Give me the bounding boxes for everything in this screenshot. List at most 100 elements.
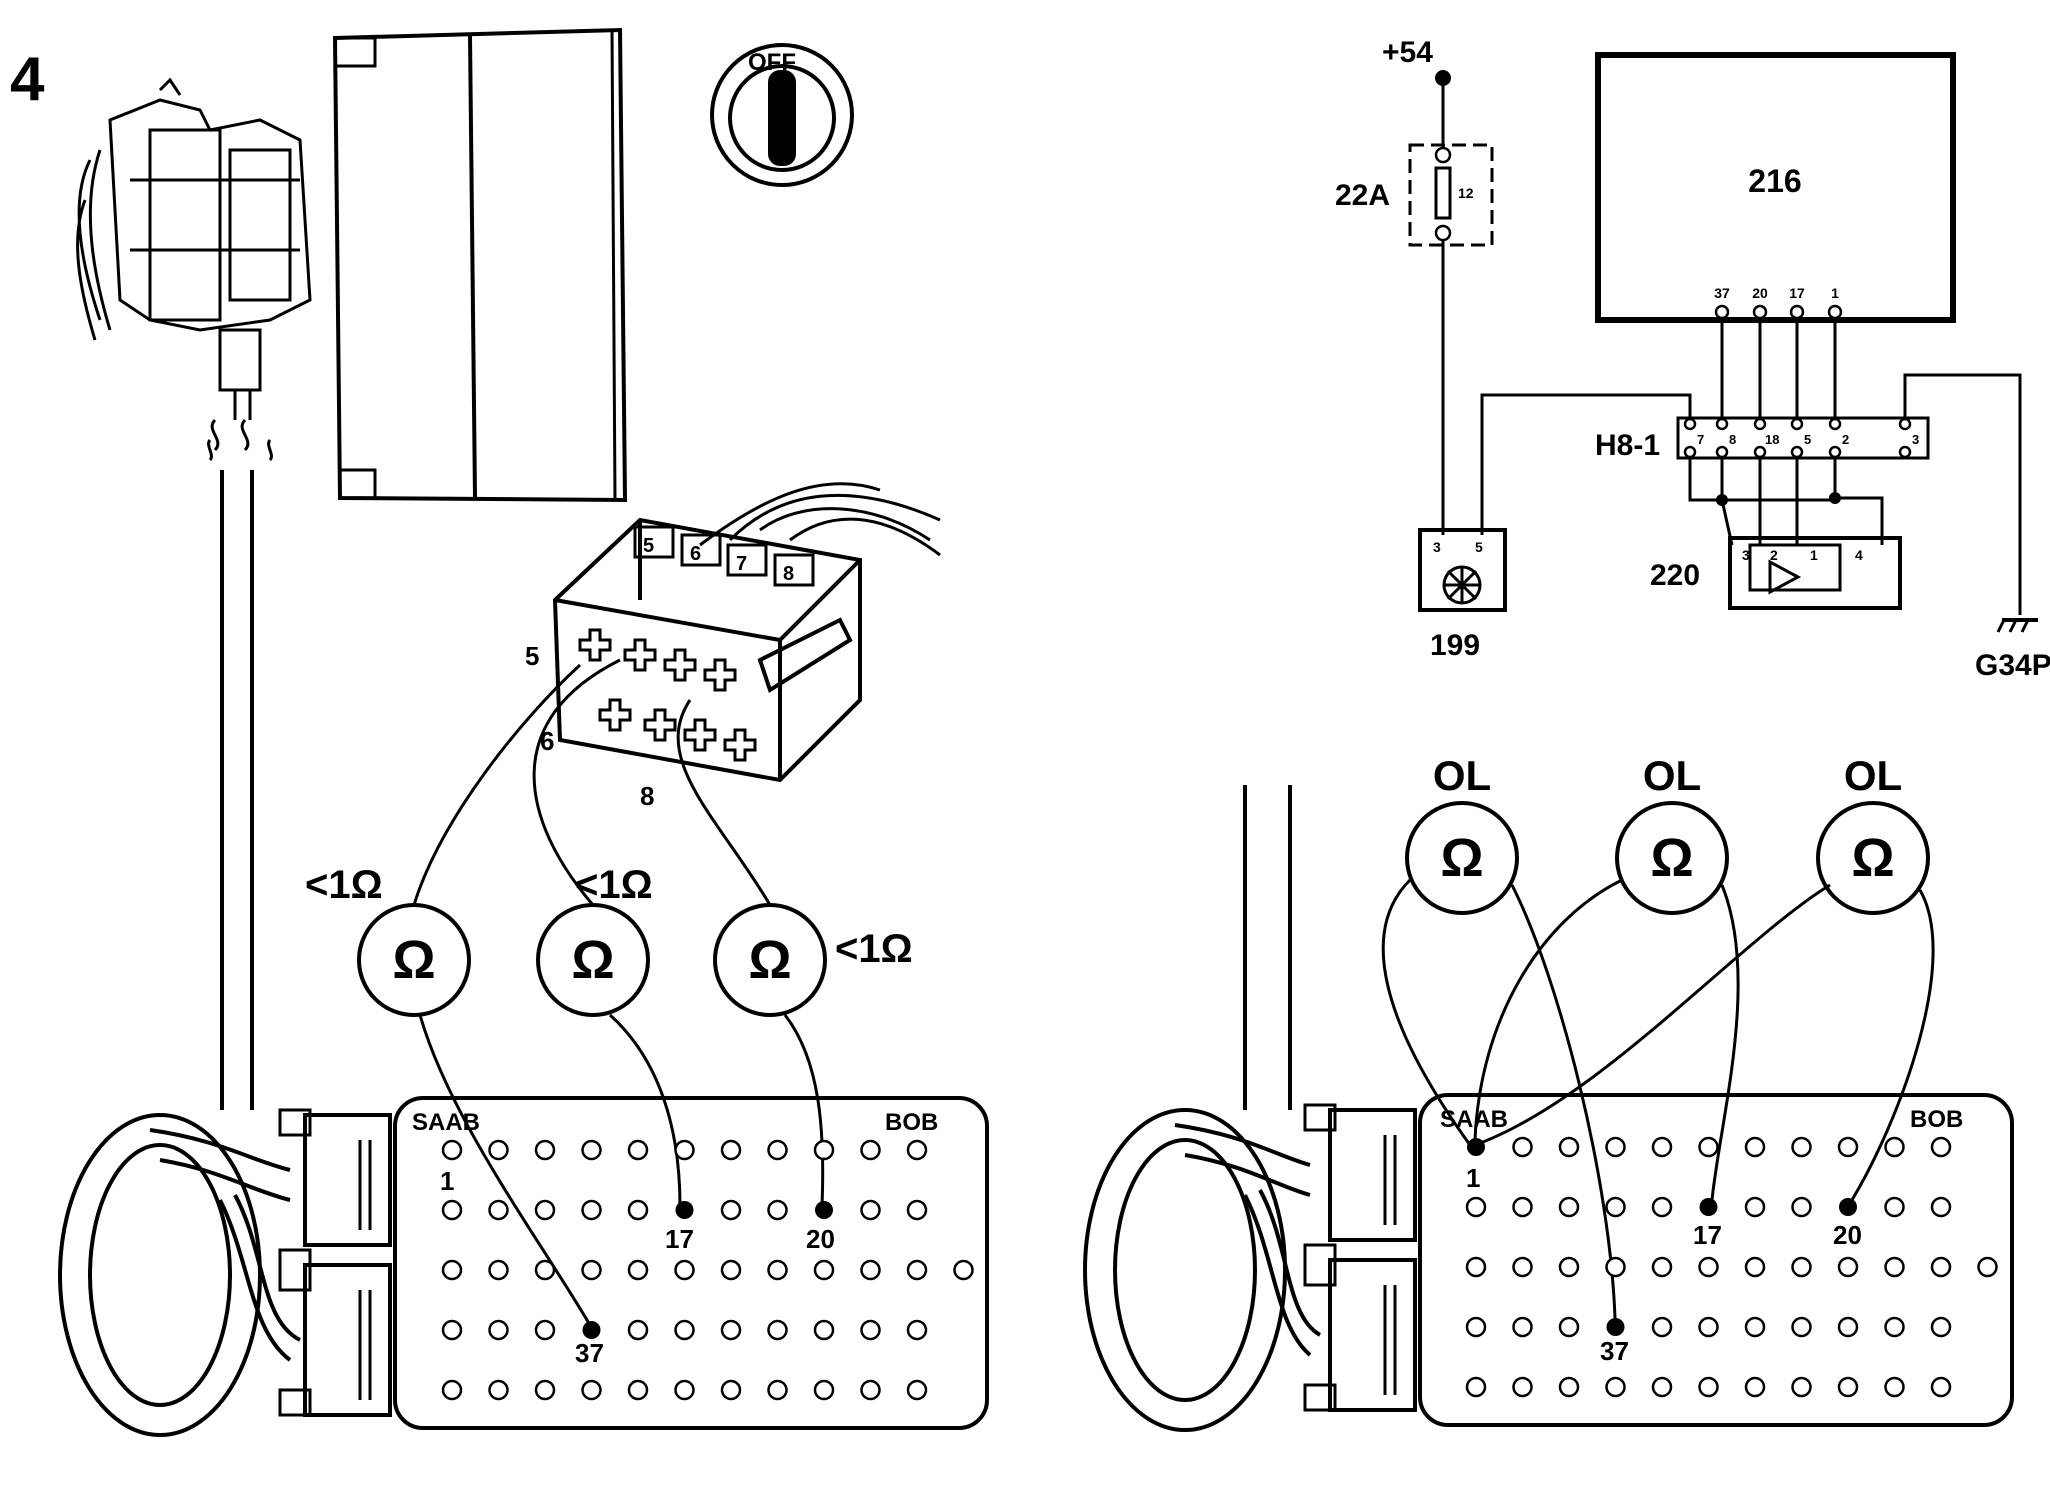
box-pin-used xyxy=(815,1201,833,1219)
left-box-pin-37: 37 xyxy=(575,1338,604,1368)
box-pin-hole xyxy=(1698,1136,1719,1158)
right-box-pin-1: 1 xyxy=(1466,1163,1480,1193)
connector-top-pin-5: 5 xyxy=(643,535,654,557)
box-pin-hole xyxy=(1791,1376,1812,1398)
right-ohmmeter-2: Ω OL xyxy=(1615,752,1729,915)
h8-1-pin-18: 18 xyxy=(1765,432,1779,447)
box-pin-hole xyxy=(906,1139,928,1161)
right-meter-1-reading: OL xyxy=(1433,752,1491,799)
right-box-brand-left: SAAB xyxy=(1440,1106,1508,1133)
box-pin-hole xyxy=(1837,1316,1859,1338)
box-pin-hole xyxy=(1884,1316,1905,1338)
box-pin-hole xyxy=(720,1199,742,1221)
right-vertical-cable xyxy=(1243,785,1292,1110)
box-pin-hole xyxy=(581,1259,602,1281)
left-box-pin-17: 17 xyxy=(665,1224,694,1254)
box-pin-hole xyxy=(1791,1256,1812,1278)
right-ohmmeter-3: Ω OL xyxy=(1816,752,1930,915)
box-pin-hole xyxy=(813,1259,835,1281)
schematic: +54 12 22A 216 37 20 17 1 xyxy=(1335,36,2050,682)
box-pin-hole xyxy=(720,1139,742,1161)
right-meter-2-symbol: Ω xyxy=(1650,828,1693,888)
ignition-switch: OFF xyxy=(710,43,854,187)
h8-1-pin-8: 8 xyxy=(1729,432,1736,447)
box-pin-hole xyxy=(1605,1196,1626,1218)
box-pin-hole xyxy=(627,1139,649,1161)
box-pin-hole xyxy=(1884,1256,1905,1278)
harness-connector-id: H8-1 xyxy=(1595,429,1660,462)
motor-id: 199 xyxy=(1430,629,1480,662)
fuse-id: 22A xyxy=(1335,179,1390,212)
box-pin-hole xyxy=(860,1199,881,1221)
box-pin-hole xyxy=(441,1199,463,1221)
right-box-holes xyxy=(1465,1136,1998,1398)
module-pin-20: 20 xyxy=(1752,285,1768,301)
right-meter-2-reading: OL xyxy=(1643,752,1701,799)
box-pin-hole xyxy=(1930,1256,1952,1278)
box-pin-hole xyxy=(906,1259,928,1281)
left-box-brand-left: SAAB xyxy=(412,1109,480,1136)
box-pin-hole xyxy=(674,1259,695,1281)
box-pin-hole xyxy=(1558,1316,1580,1338)
box-pin-hole xyxy=(860,1259,881,1281)
right-meter-3-symbol: Ω xyxy=(1851,828,1894,888)
box-pin-hole xyxy=(488,1199,509,1221)
box-pin-hole xyxy=(1558,1256,1580,1278)
box-pin-hole xyxy=(1884,1136,1905,1158)
amp-pin-2: 2 xyxy=(1770,547,1778,563)
box-pin-hole xyxy=(767,1379,788,1401)
box-pin-hole xyxy=(581,1379,602,1401)
box-pin-hole xyxy=(534,1379,556,1401)
box-pin-hole xyxy=(534,1259,556,1281)
ignition-off-label: OFF xyxy=(748,49,796,76)
box-pin-hole xyxy=(1698,1376,1719,1398)
column-module-assembly xyxy=(76,77,312,420)
box-pin-hole xyxy=(1512,1316,1533,1338)
box-pin-hole xyxy=(534,1319,556,1341)
right-box-brand-right: BOB xyxy=(1910,1106,1963,1133)
left-box-holes xyxy=(441,1139,974,1401)
box-pin-hole xyxy=(534,1199,556,1221)
box-pin-hole xyxy=(1791,1196,1812,1218)
box-pin-used xyxy=(1467,1138,1485,1156)
box-pin-hole xyxy=(767,1259,788,1281)
left-meter-3-symbol: Ω xyxy=(748,930,791,990)
box-pin-hole xyxy=(1744,1316,1766,1338)
box-pin-hole xyxy=(488,1319,509,1341)
left-ohmmeter-1: Ω <1Ω xyxy=(305,863,471,1017)
connector-side-pin-5: 5 xyxy=(525,641,539,671)
box-pin-hole xyxy=(1837,1136,1859,1158)
connector-top-pin-8: 8 xyxy=(783,563,794,585)
box-pin-hole xyxy=(488,1259,509,1281)
box-pin-hole xyxy=(1977,1256,1998,1278)
left-box-pin-20: 20 xyxy=(806,1224,835,1254)
h8-1-pin-2: 2 xyxy=(1842,432,1849,447)
supply-label: +54 xyxy=(1382,36,1433,69)
h8-1-pin-3: 3 xyxy=(1912,432,1919,447)
right-meter-3-reading: OL xyxy=(1844,752,1902,799)
box-pin-hole xyxy=(1930,1316,1952,1338)
amp-pin-1: 1 xyxy=(1810,547,1818,563)
test-connector: 5 6 7 8 5 6 8 xyxy=(525,482,941,811)
box-pin-used xyxy=(1606,1318,1625,1336)
box-pin-hole xyxy=(488,1379,509,1401)
motor-pin-5: 5 xyxy=(1475,539,1483,555)
box-pin-hole xyxy=(627,1319,649,1341)
amplifier-id: 220 xyxy=(1650,559,1700,592)
box-pin-hole xyxy=(860,1379,881,1401)
box-pin-hole xyxy=(1744,1196,1766,1218)
box-pin-hole xyxy=(1651,1256,1673,1278)
box-pin-hole xyxy=(534,1139,556,1161)
box-pin-hole xyxy=(1837,1376,1859,1398)
column-cable xyxy=(207,418,273,1110)
box-pin-hole xyxy=(441,1139,463,1161)
box-pin-hole xyxy=(1512,1376,1533,1398)
box-pin-hole xyxy=(1465,1376,1487,1398)
h8-1-pins: 7 8 18 5 2 3 xyxy=(1683,417,1919,459)
box-pin-hole xyxy=(860,1319,881,1341)
right-breakout-box: SAAB BOB 1 17 20 37 xyxy=(1418,1093,2014,1427)
box-pin-hole xyxy=(1651,1316,1673,1338)
control-unit-box xyxy=(332,27,628,503)
box-pin-hole xyxy=(1837,1256,1859,1278)
